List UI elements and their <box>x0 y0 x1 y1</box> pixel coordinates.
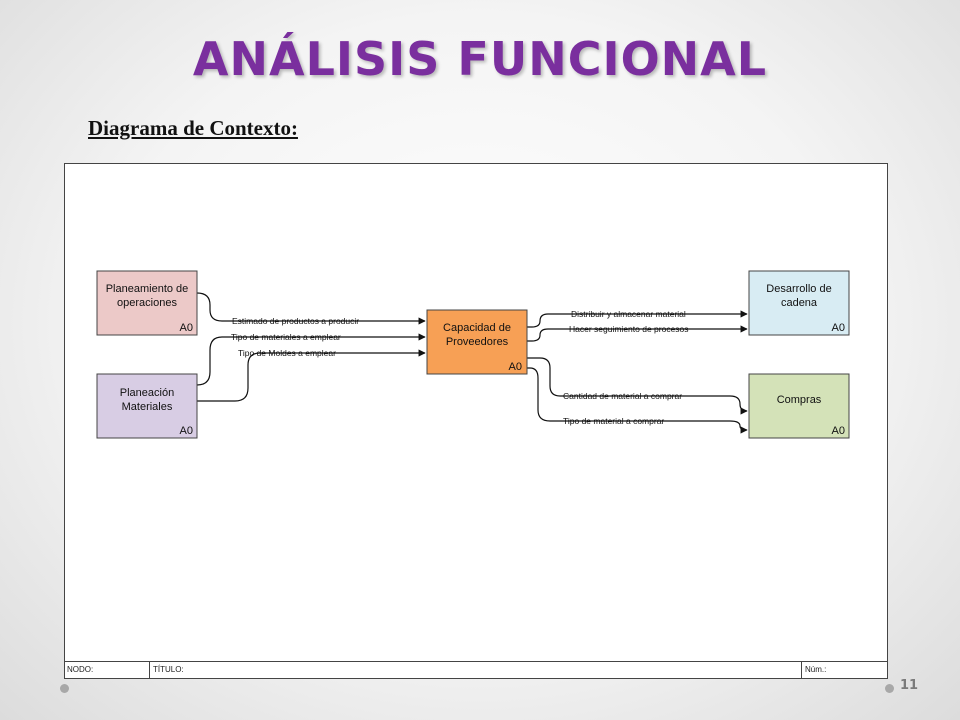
box-capacidad-shape <box>426 309 528 375</box>
arrow-tipo-material-comprar-line <box>527 367 748 434</box>
box-desarrollo-code: A0 <box>832 322 845 334</box>
arrow-label-estimado: Estimado de productos a producir <box>232 316 359 326</box>
box-capacidad-label-2: Proveedores <box>446 336 509 348</box>
arrow-distribuir-line <box>527 310 748 328</box>
box-desarrollo-shape <box>748 270 850 336</box>
box-planeamiento-label-2: operaciones <box>117 297 177 309</box>
arrow-label-tipo-materiales: Tipo de materiales a emplear <box>231 332 341 342</box>
box-capacidad-code: A0 <box>509 361 522 373</box>
arrow-seguimiento-line <box>527 325 748 342</box>
box-compras-shape <box>748 373 850 439</box>
arrow-cantidad-line <box>527 357 748 415</box>
box-compras: Compras A0 <box>748 373 850 439</box>
box-desarrollo: Desarrollo de cadena A0 <box>748 270 850 336</box>
box-capacidad: Capacidad de Proveedores A0 <box>426 309 528 375</box>
box-planeacion-label-2: Materiales <box>122 401 173 413</box>
box-planeacion-label-1: Planeación <box>120 387 174 399</box>
slide-subtitle: Diagrama de Contexto: <box>88 116 298 140</box>
footer-titulo: TÍTULO: <box>150 662 802 679</box>
box-planeacion-shape <box>96 373 198 439</box>
box-planeacion: Planeación Materiales A0 <box>96 373 198 439</box>
arrow-label-cantidad: Cantidad de material a comprar <box>563 391 682 401</box>
arrow-estimado-line <box>196 292 426 325</box>
box-compras-label-1: Compras <box>777 394 822 406</box>
right-decor-dot <box>885 684 894 693</box>
box-planeamiento-code: A0 <box>180 322 193 334</box>
arrow-label-distribuir: Distribuir y almacenar material <box>571 309 686 319</box>
box-desarrollo-label-1: Desarrollo de <box>766 283 831 295</box>
arrow-label-seguimiento: Hacer seguimiento de procesos <box>569 324 689 334</box>
arrow-tipo-materiales-line <box>196 333 426 386</box>
box-compras-code: A0 <box>832 425 845 437</box>
arrow-label-tipo-material-comprar: Tipo de material a comprar <box>563 416 664 426</box>
footer-num: Núm.: <box>805 665 827 674</box>
box-planeamiento-label-1: Planeamiento de <box>106 283 189 295</box>
box-planeamiento: Planeamiento de operaciones A0 <box>96 270 198 336</box>
arrow-label-tipo-moldes: Tipo de Moldes a emplear <box>238 348 336 358</box>
box-planeacion-code: A0 <box>180 425 193 437</box>
footer-nodo: NODO: <box>64 662 150 679</box>
arrow-tipo-moldes-line <box>197 349 426 402</box>
slide-title: ANÁLISIS FUNCIONAL <box>192 32 768 86</box>
box-capacidad-label-1: Capacidad de <box>443 322 511 334</box>
box-planeamiento-shape <box>96 270 198 336</box>
left-decor-dot <box>60 684 69 693</box>
page-number: 11 <box>900 678 919 693</box>
box-desarrollo-label-2: cadena <box>781 297 818 309</box>
idef0-footer: NODO: TÍTULO: Núm.: <box>64 661 888 679</box>
